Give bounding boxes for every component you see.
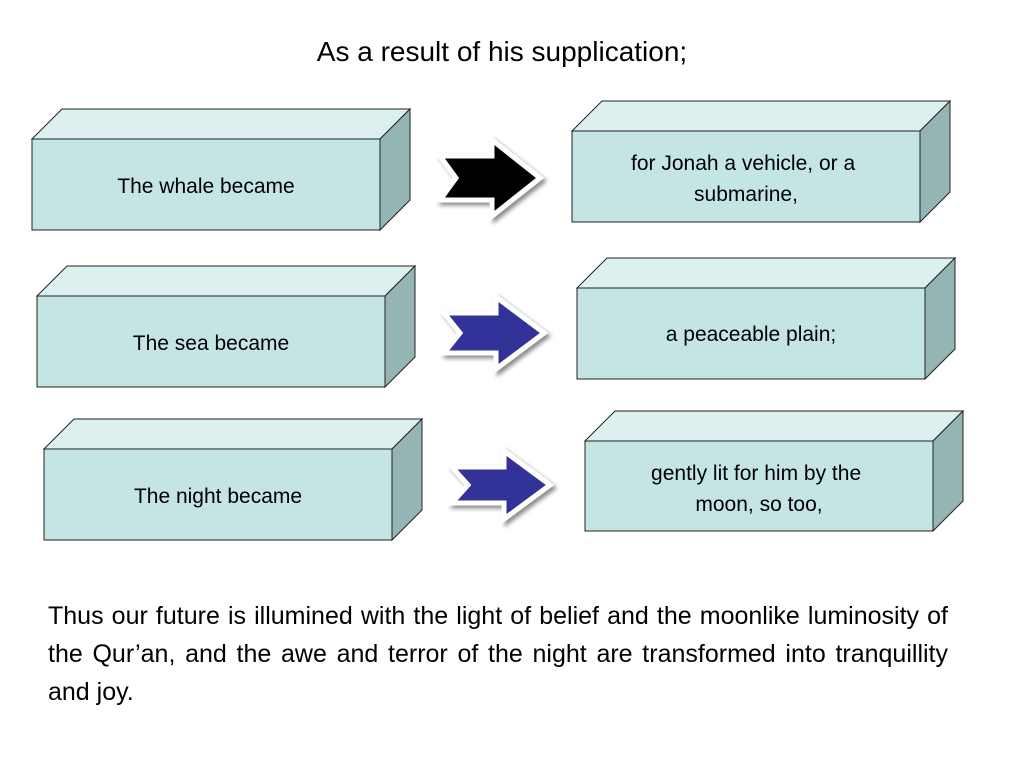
result-label-sea: a peaceable plain; bbox=[666, 323, 836, 346]
result-block-whale: for Jonah a vehicle, or a submarine, bbox=[570, 99, 952, 224]
slide-title: As a result of his supplication; bbox=[316, 36, 688, 67]
arrow-sea bbox=[438, 292, 549, 374]
result-line: gently lit for him by the bbox=[651, 462, 861, 485]
conclusion-paragraph: Thus our future is illumined with the li… bbox=[48, 602, 948, 706]
result-block-sea: a peaceable plain; bbox=[575, 256, 957, 381]
subject-block-whale: The whale became bbox=[30, 107, 412, 232]
result-label-whale: for Jonah a vehicle, or a submarine, bbox=[631, 152, 861, 206]
row-whale: The whale became for Jonah a vehicle, or… bbox=[30, 99, 952, 232]
result-line: moon, so too, bbox=[695, 493, 822, 516]
result-block-night: gently lit for him by the moon, so too, bbox=[583, 409, 965, 533]
result-line: submarine, bbox=[694, 183, 798, 206]
result-label-night: gently lit for him by the moon, so too, bbox=[651, 462, 867, 516]
row-night: The night became gently lit for him by t… bbox=[42, 409, 965, 542]
arrow-whale bbox=[435, 134, 545, 222]
result-line: for Jonah a vehicle, or a bbox=[631, 152, 855, 175]
subject-block-night: The night became bbox=[42, 417, 424, 542]
result-line: a peaceable plain; bbox=[666, 323, 836, 346]
subject-label-sea: The sea became bbox=[133, 332, 289, 355]
arrow-night bbox=[446, 446, 555, 524]
subject-label-night: The night became bbox=[134, 485, 302, 508]
subject-label-whale: The whale became bbox=[117, 175, 294, 198]
subject-block-sea: The sea became bbox=[35, 264, 417, 389]
row-sea: The sea became a peaceable plain; bbox=[35, 256, 957, 389]
